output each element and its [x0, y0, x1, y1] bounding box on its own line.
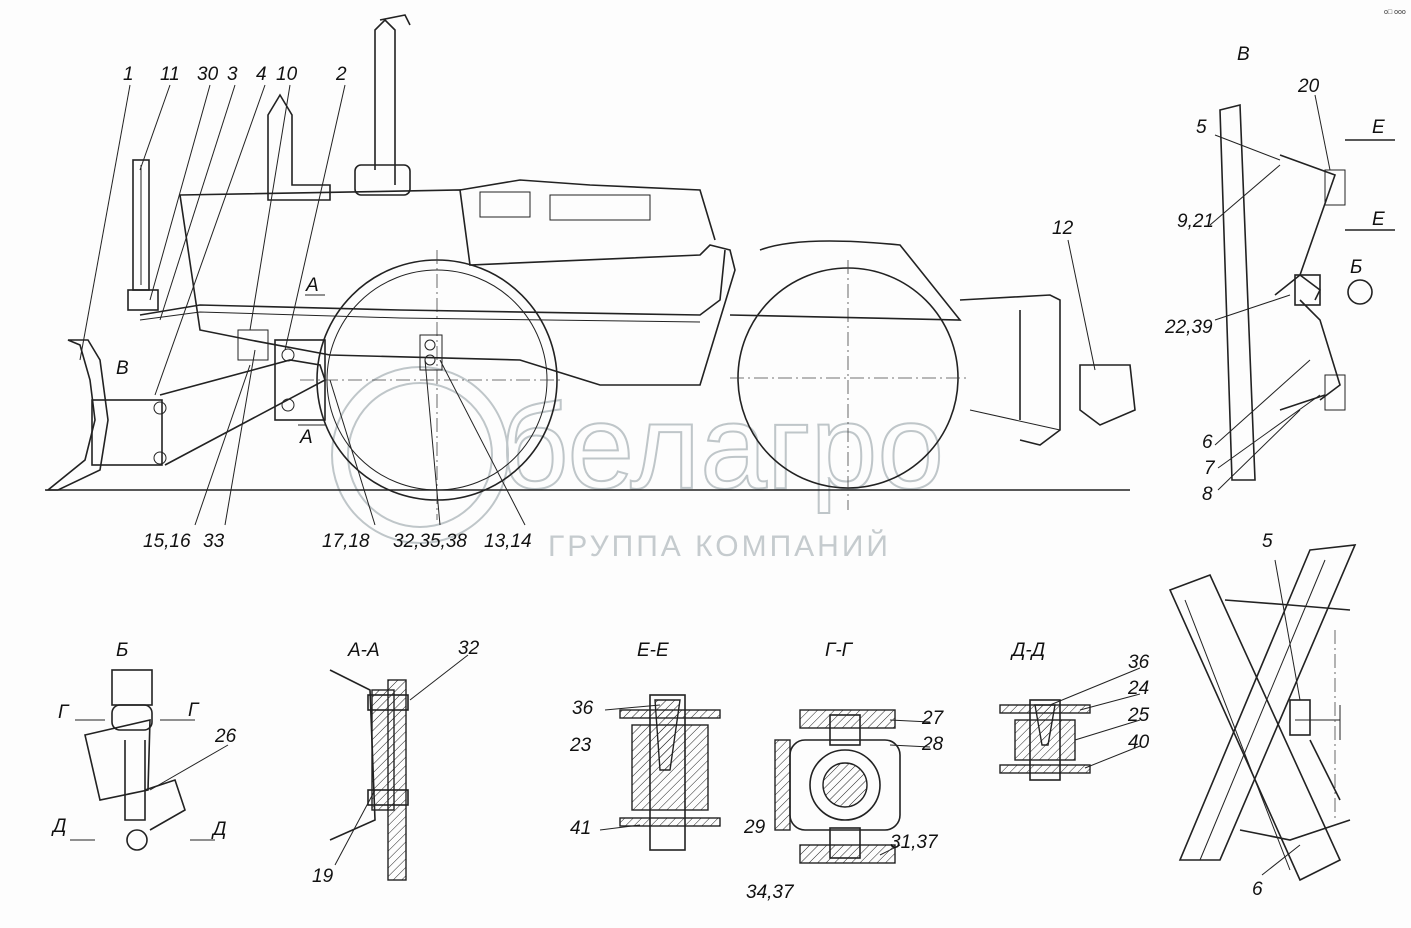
label-32: 32 — [458, 638, 480, 659]
label-15-16: 15,16 — [143, 531, 191, 552]
label-5: 5 — [1196, 117, 1207, 138]
watermark-logo-text: белагро — [500, 380, 944, 514]
exhaust-pipe — [374, 18, 396, 185]
view-v-drawing — [1209, 94, 1395, 491]
label-28: 28 — [921, 734, 944, 755]
section-aa-drawing — [329, 654, 469, 881]
tractor-body — [179, 189, 736, 386]
label-1: 1 — [123, 64, 134, 85]
label-32-35-38: 32,35,38 — [393, 531, 467, 552]
label-22-39: 22,39 — [1164, 317, 1213, 338]
label-g-right: Г — [188, 700, 200, 721]
label-36: 36 — [572, 698, 594, 719]
label-23: 23 — [569, 735, 592, 756]
view-b-title: Б — [116, 640, 128, 661]
label-6: 6 — [1202, 432, 1213, 453]
label-b-mark: Б — [1350, 257, 1362, 278]
label-section-a-top: А — [305, 275, 319, 296]
label-7: 7 — [1204, 458, 1216, 479]
label-30: 30 — [197, 64, 219, 85]
label-6-angle: 6 — [1252, 879, 1263, 900]
fender — [729, 240, 962, 321]
label-40: 40 — [1128, 732, 1150, 753]
label-section-a-bottom: А — [299, 427, 313, 448]
label-17-18: 17,18 — [322, 531, 370, 552]
hydraulic-line — [139, 249, 726, 316]
label-d-left: Д — [51, 816, 66, 837]
label-26: 26 — [214, 726, 237, 747]
label-34-37: 34,37 — [746, 882, 795, 903]
arm-bracket — [274, 339, 326, 421]
label-4: 4 — [256, 64, 267, 85]
blade-top-view — [1219, 103, 1256, 481]
corner-mark: o□ ooo — [1384, 9, 1406, 16]
tractor-side-view — [45, 14, 1136, 526]
label-11: 11 — [160, 64, 180, 85]
watermark: белагро ГРУППА КОМПАНИЙ — [331, 366, 945, 563]
section-ee-title: Е-Е — [637, 640, 669, 661]
label-12: 12 — [1052, 218, 1074, 239]
label-e-bottom: Е — [1372, 209, 1385, 230]
push-arm — [159, 359, 326, 466]
rear-hitch — [959, 294, 1061, 446]
section-gg-drawing — [774, 709, 931, 864]
watermark-subtitle: ГРУППА КОМПАНИЙ — [548, 529, 891, 563]
label-33: 33 — [203, 531, 225, 552]
label-20: 20 — [1297, 76, 1320, 97]
label-29: 29 — [743, 817, 766, 838]
label-9-21: 9,21 — [1177, 211, 1214, 232]
air-intake — [267, 93, 331, 201]
dozer-blade — [45, 339, 109, 491]
label-27: 27 — [921, 708, 945, 729]
label-3: 3 — [227, 64, 238, 85]
label-e-top: Е — [1372, 117, 1385, 138]
label-24: 24 — [1127, 678, 1149, 699]
rear-weight — [1079, 364, 1136, 426]
view-v-title: В — [1237, 44, 1250, 65]
label-d-right: Д — [211, 819, 226, 840]
view-b-drawing — [70, 669, 229, 851]
label-5-angle: 5 — [1262, 531, 1273, 552]
label-36-dd: 36 — [1128, 652, 1150, 673]
label-g-left: Г — [58, 702, 70, 723]
label-view-v-mark: В — [116, 358, 129, 379]
label-41: 41 — [570, 818, 591, 839]
section-gg-title: Г-Г — [825, 640, 854, 661]
section-dd-title: Д-Д — [1010, 640, 1045, 661]
label-13-14: 13,14 — [484, 531, 532, 552]
section-aa-title: А-А — [347, 640, 380, 661]
section-ee-drawing — [599, 694, 721, 851]
label-8: 8 — [1202, 484, 1213, 505]
blade-angle-view — [1168, 544, 1357, 882]
blade-mount — [91, 399, 163, 466]
labels: o□ ooo 1 11 30 3 4 10 2 15,16 33 17,18 3… — [51, 9, 1406, 903]
label-10: 10 — [276, 64, 298, 85]
label-2: 2 — [335, 64, 347, 85]
label-19: 19 — [312, 866, 334, 887]
label-31-37: 31,37 — [890, 832, 939, 853]
label-25: 25 — [1127, 705, 1150, 726]
section-dd-drawing — [999, 667, 1141, 781]
